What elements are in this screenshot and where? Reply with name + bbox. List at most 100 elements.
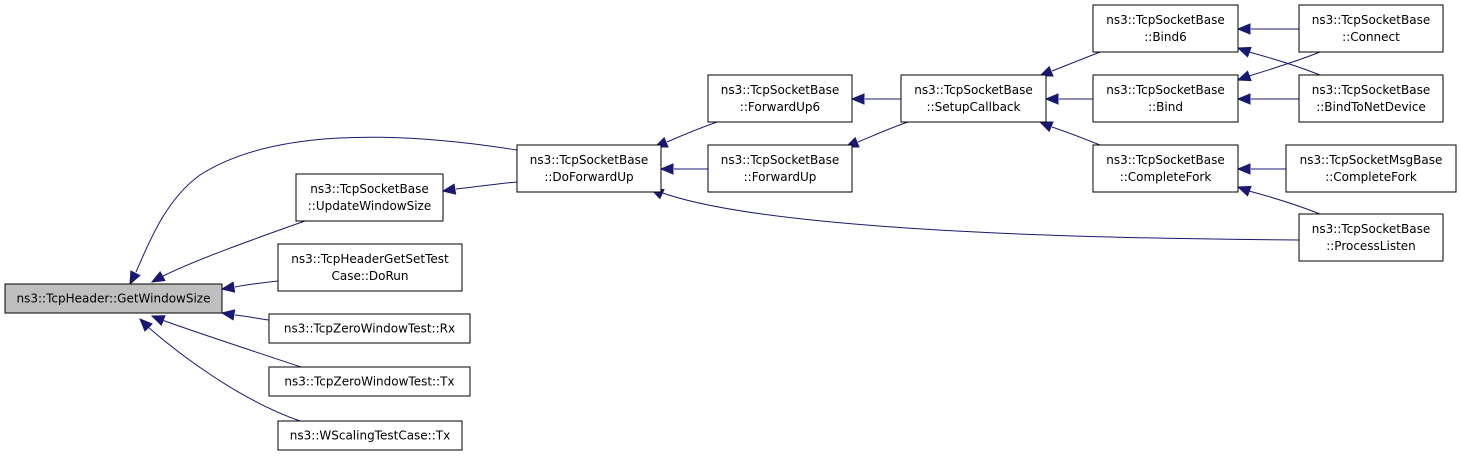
node-label: Case::DoRun xyxy=(331,269,408,283)
edge-msgbase-completefork-to-completefork xyxy=(1236,163,1287,175)
edge-arrowhead xyxy=(129,270,141,286)
edge-forwardup6-to-doforwardup xyxy=(653,121,718,148)
edge-arrowhead xyxy=(1038,121,1054,133)
edge-headergetsettest-to-getwindowsize xyxy=(220,280,279,293)
node-processlisten[interactable]: ns3::TcpSocketBase::ProcessListen xyxy=(1298,213,1444,262)
node-box[interactable] xyxy=(295,173,444,222)
node-box[interactable] xyxy=(268,366,471,397)
edge-setupcallback-to-forwardup6 xyxy=(850,93,902,105)
node-label: ns3::TcpSocketBase xyxy=(1312,222,1430,236)
node-label: ns3::TcpSocketBase xyxy=(721,83,839,97)
node-label: ::UpdateWindowSize xyxy=(308,199,432,213)
edge-arrowhead xyxy=(850,93,865,105)
node-label: ::ForwardUp xyxy=(744,170,817,184)
node-wscaling-tx[interactable]: ns3::WScalingTestCase::Tx xyxy=(277,420,463,451)
node-label: ns3::TcpSocketBase xyxy=(530,153,648,167)
node-label: ns3::TcpSocketBase xyxy=(914,83,1032,97)
edge-wscaling-tx-to-getwindowsize xyxy=(139,318,301,422)
edge-bindtonetdevice-to-bind xyxy=(1236,93,1300,105)
edge-arrowhead xyxy=(1236,23,1251,35)
node-label: ns3::TcpZeroWindowTest::Rx xyxy=(284,322,455,336)
node-box[interactable] xyxy=(707,74,853,123)
edge-setupcallback-to-forwardup xyxy=(844,121,909,148)
edge-zerowindow-tx-to-getwindowsize xyxy=(150,315,302,368)
edge-doforwardup-to-getwindowsize xyxy=(129,136,518,286)
node-zerowindow-tx[interactable]: ns3::TcpZeroWindowTest::Tx xyxy=(268,366,471,397)
node-doforwardup[interactable]: ns3::TcpSocketBase::DoForwardUp xyxy=(516,144,662,193)
edge-arrowhead xyxy=(139,318,153,332)
node-box[interactable] xyxy=(268,313,471,344)
node-label: ::SetupCallback xyxy=(927,100,1021,114)
node-label: ns3::TcpSocketBase xyxy=(1106,13,1224,27)
edge-bind6-to-setupcallback xyxy=(1038,51,1101,77)
edge-completefork-to-setupcallback xyxy=(1038,121,1101,146)
node-box[interactable] xyxy=(1285,144,1457,193)
node-label: ns3::TcpSocketMsgBase xyxy=(1300,153,1443,167)
edge-line xyxy=(135,136,518,273)
node-forwardup[interactable]: ns3::TcpSocketBase::ForwardUp xyxy=(707,144,853,193)
node-label: ns3::TcpHeader::GetWindowSize xyxy=(17,292,211,306)
edge-line xyxy=(161,319,302,368)
node-box[interactable] xyxy=(1092,4,1239,53)
node-completefork[interactable]: ns3::TcpSocketBase::CompleteFork xyxy=(1092,144,1239,193)
edge-arrowhead xyxy=(441,183,457,195)
node-box[interactable] xyxy=(707,144,853,193)
edge-line xyxy=(1051,51,1101,72)
node-msgbase-completefork[interactable]: ns3::TcpSocketMsgBase::CompleteFork xyxy=(1285,144,1457,193)
edge-arrowhead xyxy=(1044,93,1059,105)
edge-connect-to-bind xyxy=(1236,51,1321,82)
nodes-layer: ns3::TcpHeader::GetWindowSize ns3::TcpSoc… xyxy=(4,4,1457,451)
edge-arrowhead xyxy=(150,270,166,283)
edge-line xyxy=(659,191,1300,241)
edge-line xyxy=(1248,51,1321,76)
edge-connect-to-bind6 xyxy=(1236,23,1299,35)
node-label: ::CompleteFork xyxy=(1325,170,1417,184)
edge-doforwardup-to-updatewindowsize xyxy=(441,181,518,195)
node-label: ns3::WScalingTestCase::Tx xyxy=(290,429,450,443)
node-label: ns3::TcpSocketBase xyxy=(1312,13,1430,27)
node-label: ::Connect xyxy=(1342,30,1400,44)
edge-arrowhead xyxy=(220,281,236,293)
edge-line xyxy=(234,280,279,288)
node-getwindowsize[interactable]: ns3::TcpHeader::GetWindowSize xyxy=(4,283,223,314)
node-forwardup6[interactable]: ns3::TcpSocketBase::ForwardUp6 xyxy=(707,74,853,123)
node-box[interactable] xyxy=(1298,4,1444,53)
edge-arrowhead xyxy=(150,315,166,326)
edge-updatewindowsize-to-getwindowsize xyxy=(150,220,306,283)
node-updatewindowsize[interactable]: ns3::TcpSocketBase::UpdateWindowSize xyxy=(295,173,444,222)
node-box[interactable] xyxy=(1092,74,1239,123)
node-box[interactable] xyxy=(277,243,463,292)
node-box[interactable] xyxy=(1092,144,1239,193)
node-setupcallback[interactable]: ns3::TcpSocketBase::SetupCallback xyxy=(900,74,1047,123)
edge-line xyxy=(162,220,306,277)
edge-zerowindow-rx-to-getwindowsize xyxy=(220,309,270,321)
node-label: ::DoForwardUp xyxy=(544,170,633,184)
node-box[interactable] xyxy=(516,144,662,193)
node-box[interactable] xyxy=(900,74,1047,123)
node-bindtonetdevice[interactable]: ns3::TcpSocketBase::BindToNetDevice xyxy=(1298,74,1444,123)
node-connect[interactable]: ns3::TcpSocketBase::Connect xyxy=(1298,4,1444,53)
node-label: ns3::TcpSocketBase xyxy=(310,182,428,196)
edge-processlisten-to-doforwardup xyxy=(649,188,1300,241)
edge-line xyxy=(455,181,518,190)
node-label: ::Bind6 xyxy=(1144,30,1187,44)
node-box[interactable] xyxy=(1298,213,1444,262)
node-label: ns3::TcpSocketBase xyxy=(1312,83,1430,97)
edge-arrowhead xyxy=(1236,185,1252,197)
edge-line xyxy=(1248,51,1321,77)
node-zerowindow-rx[interactable]: ns3::TcpZeroWindowTest::Rx xyxy=(268,313,471,344)
node-label: ::ProcessListen xyxy=(1326,239,1416,253)
edge-arrowhead xyxy=(1236,46,1252,58)
node-bind[interactable]: ns3::TcpSocketBase::Bind xyxy=(1092,74,1239,123)
edge-arrowhead xyxy=(1236,93,1251,105)
node-label: ns3::TcpSocketBase xyxy=(721,153,839,167)
node-bind6[interactable]: ns3::TcpSocketBase::Bind6 xyxy=(1092,4,1239,53)
node-box[interactable] xyxy=(4,283,223,314)
edge-bindtonetdevice-to-bind6 xyxy=(1236,46,1321,76)
node-box[interactable] xyxy=(277,420,463,451)
edge-line xyxy=(857,121,909,143)
edge-line xyxy=(1248,190,1321,215)
node-box[interactable] xyxy=(1298,74,1444,123)
